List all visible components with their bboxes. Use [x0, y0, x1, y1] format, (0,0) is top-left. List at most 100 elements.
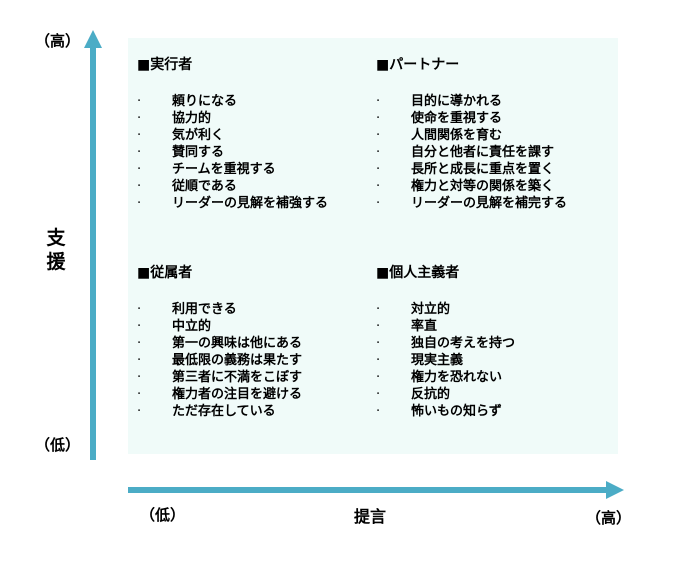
quadrant-bottom-left: ■従属者 · 利用できる · 中立的 · 第一の興味は他にある · 最低限の義務は果たす…	[137, 263, 302, 420]
list-item-label: 最低限の義務は果たす	[172, 353, 303, 368]
bullet: ·	[137, 196, 142, 211]
x-axis-high-label: （高）	[586, 509, 632, 527]
bullet: ·	[376, 111, 381, 126]
list-item-label: 権力と対等の関係を築く	[411, 179, 555, 194]
quadrant-item-list: ·対立的 ·率直 ·独自の考えを持つ ·現実主義 ·権力を恐れない ·反抗的 ·…	[376, 301, 515, 420]
quadrant-item-list: · 利用できる · 中立的 · 第一の興味は他にある · 最低限の義務は果たす · 第三者…	[137, 301, 302, 420]
list-item: · 協力的	[137, 110, 328, 127]
list-item-label: 賛同する	[172, 145, 225, 160]
quadrant-item-list: ·頼りになる ·協力的 ·気が利く ·賛同する ·チームを重視する ·従順である…	[137, 93, 328, 212]
bullet: ·	[376, 179, 381, 194]
list-item-label: 率直	[411, 319, 438, 334]
x-axis-arrowhead	[606, 481, 624, 499]
list-item-label: 第一の興味は他にある	[172, 336, 303, 351]
list-item: · 利用できる	[137, 301, 302, 318]
quadrant-title: ■従属者	[137, 265, 193, 281]
bullet: ·	[137, 162, 142, 177]
bullet: ·	[137, 404, 142, 419]
bullet: ·	[376, 94, 381, 109]
bullet: ·	[376, 404, 381, 419]
x-axis-title: 提言	[353, 507, 386, 526]
y-axis-high-label: （高）	[35, 32, 81, 50]
bullet: ·	[376, 162, 381, 177]
list-item: ·従順である	[137, 178, 328, 195]
quadrant-top-right: ■パートナー · 目的に導かれる · 使命を重視する · 人間関係を育む · 自分と他者…	[376, 55, 567, 212]
bullet: ·	[376, 145, 381, 160]
bullet: ·	[137, 145, 142, 160]
bullet: ·	[376, 387, 381, 402]
list-item-label: 独自の考えを持つ	[411, 336, 516, 351]
list-item: · 権力と対等の関係を築く	[376, 178, 567, 195]
bullet: ·	[137, 353, 142, 368]
bullet: ·	[137, 302, 142, 317]
list-item: · 率直	[376, 318, 515, 335]
list-item: · 長所と成長に重点を置く	[376, 161, 567, 178]
y-axis-low-label: （低）	[35, 436, 81, 454]
list-item-label: チームを重視する	[172, 162, 276, 177]
bullet: ·	[137, 319, 142, 334]
quadrant-bottom-right: ■個人主義者 ·対立的 ·率直 ·独自の考えを持つ ·現実主義 ·権力を恐れない…	[376, 263, 515, 420]
list-item-label: リーダーの見解を補完する	[411, 196, 568, 211]
bullet: ·	[137, 111, 142, 126]
list-item: · 気が利く	[137, 127, 328, 144]
list-item: · 反抗的	[376, 386, 515, 403]
list-item-label: 人間関係を育む	[411, 128, 503, 143]
quadrant-item-list: ·目的に導かれる ·使命を重視する ·人間関係を育む ·自分と他者に責任を課す …	[376, 93, 567, 212]
bullet: ·	[137, 128, 142, 143]
x-axis-low-label: （低）	[140, 506, 186, 524]
list-item-label: 自分と他者に責任を課す	[411, 145, 555, 160]
list-item: · 賛同する	[137, 144, 328, 161]
bullet: ·	[376, 319, 381, 334]
list-item-label: 怖いもの知らず	[411, 404, 502, 419]
list-item: · 人間関係を育む	[376, 127, 567, 144]
list-item: · 中立的	[137, 318, 302, 335]
bullet: ·	[137, 370, 142, 385]
bullet: ·	[376, 128, 381, 143]
list-item-label: リーダーの見解を補強する	[172, 196, 329, 211]
list-item: ·対立的	[376, 301, 515, 318]
list-item: · 独自の考えを持つ	[376, 335, 515, 352]
list-item-label: 利用できる	[172, 302, 237, 317]
bullet: ·	[376, 370, 381, 385]
quadrant-title: ■パートナー	[376, 57, 460, 73]
y-axis-title-char: 援	[46, 251, 66, 273]
list-item-label: 反抗的	[411, 387, 451, 402]
list-item: · ただ存在している	[137, 403, 302, 420]
list-item-label: 頼りになる	[172, 94, 238, 109]
list-item: · 自分と他者に責任を課す	[376, 144, 567, 161]
list-item: · 第三者に不満をこぼす	[137, 369, 302, 386]
list-item-label: 使命を重視する	[411, 111, 503, 126]
quadrant-title: ■個人主義者	[376, 265, 460, 281]
list-item: ·現実主義	[376, 352, 515, 369]
quadrant-panel	[128, 38, 618, 454]
list-item-label: ただ存在している	[172, 404, 276, 419]
bullet: ·	[137, 387, 142, 402]
bullet: ·	[137, 336, 142, 351]
list-item-label: 第三者に不満をこぼす	[172, 370, 303, 385]
list-item-label: 権力を恐れない	[411, 370, 503, 385]
list-item: · 怖いもの知らず	[376, 403, 515, 420]
list-item: · 最低限の義務は果たす	[137, 352, 302, 369]
list-item: · 第一の興味は他にある	[137, 335, 302, 352]
quadrant-title: ■実行者	[137, 57, 193, 73]
list-item-label: 対立的	[411, 302, 451, 317]
quadrant-top-left: ■実行者 · 頼りになる · 協力的 · 気が利く · 賛同する · チームを重視する ·…	[137, 55, 328, 212]
list-item-label: 協力的	[172, 111, 212, 126]
list-item: · 使命を重視する	[376, 110, 567, 127]
bullet: ·	[137, 94, 142, 109]
bullet: ·	[376, 196, 381, 211]
list-item-label: 中立的	[172, 319, 212, 334]
bullet: ·	[376, 336, 381, 351]
list-item-label: 従順である	[172, 179, 237, 194]
list-item-label: 長所と成長に重点を置く	[411, 162, 555, 177]
list-item: · 目的に導かれる	[376, 93, 567, 110]
y-axis-arrowhead	[84, 30, 102, 48]
y-axis-title: 支 援	[44, 226, 68, 274]
list-item-label: 権力者の注目を避ける	[172, 387, 303, 402]
bullet: ·	[376, 353, 381, 368]
list-item-label: 気が利く	[172, 128, 225, 143]
list-item-label: 目的に導かれる	[411, 94, 503, 109]
list-item: · 頼りになる	[137, 93, 328, 110]
list-item: · チームを重視する	[137, 161, 328, 178]
